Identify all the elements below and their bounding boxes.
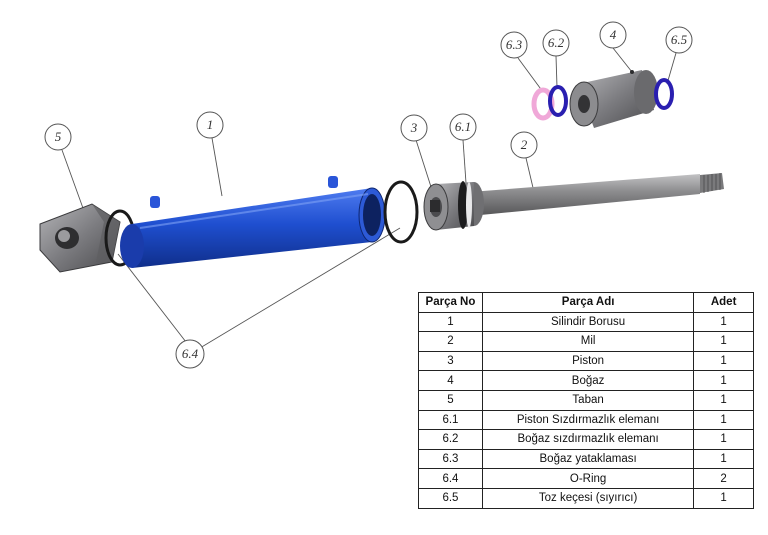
header-quantity: Adet xyxy=(693,292,754,313)
cell-quantity: 2 xyxy=(693,468,754,489)
cell-quantity: 1 xyxy=(693,448,754,470)
callout-4: 4 xyxy=(599,21,627,49)
table-row: 5 Taban 1 xyxy=(418,389,754,411)
table-row: 6.1 Piston Sızdırmazlık elemanı 1 xyxy=(418,409,754,431)
svg-text:6.2: 6.2 xyxy=(548,35,565,50)
cell-part-name: Piston Sızdırmazlık elemanı xyxy=(481,409,695,431)
cell-part-no: 6.1 xyxy=(418,409,483,431)
cell-part-name: Mil xyxy=(481,331,695,352)
svg-text:2: 2 xyxy=(521,137,528,152)
cell-part-no: 6.4 xyxy=(418,468,483,489)
cell-quantity: 1 xyxy=(693,370,754,391)
table-row: 1 Silindir Borusu 1 xyxy=(418,311,754,333)
cell-quantity: 1 xyxy=(693,331,754,352)
callout-1: 1 xyxy=(196,111,224,139)
svg-text:4: 4 xyxy=(610,27,617,42)
svg-text:6.1: 6.1 xyxy=(455,119,471,134)
cell-part-no: 2 xyxy=(418,331,483,352)
table-row: 4 Boğaz 1 xyxy=(418,370,754,391)
cell-quantity: 1 xyxy=(693,409,754,431)
cell-part-no: 6.5 xyxy=(418,487,483,509)
header-part-no: Parça No xyxy=(418,292,483,313)
callout-6-5: 6.5 xyxy=(665,26,693,54)
header-part-name: Parça Adı xyxy=(481,292,695,313)
cell-part-name: Toz keçesi (sıyırıcı) xyxy=(481,487,695,509)
part-5-base xyxy=(39,203,121,273)
part-1-cylinder-tube xyxy=(120,176,386,268)
cell-part-no: 4 xyxy=(418,370,483,391)
part-4-gland xyxy=(569,70,658,128)
svg-text:6.3: 6.3 xyxy=(506,37,523,52)
part-6-4-oring-right xyxy=(383,180,419,244)
cell-quantity: 1 xyxy=(693,487,754,509)
cell-part-no: 3 xyxy=(418,350,483,372)
svg-text:5: 5 xyxy=(55,129,62,144)
cell-part-no: 1 xyxy=(418,311,483,333)
cell-part-no: 5 xyxy=(418,389,483,411)
callout-6-4: 6.4 xyxy=(175,339,205,369)
table-row: 2 Mil 1 xyxy=(418,331,754,352)
cell-part-name: Boğaz xyxy=(481,370,695,391)
cell-part-name: Piston xyxy=(481,350,695,372)
table-row: 6.5 Toz keçesi (sıyırıcı) 1 xyxy=(418,487,754,509)
cell-part-name: Silindir Borusu xyxy=(481,311,695,333)
svg-text:6.4: 6.4 xyxy=(182,346,199,361)
table-header-row: Parça No Parça Adı Adet xyxy=(418,292,754,313)
cell-quantity: 1 xyxy=(693,389,754,411)
cell-part-name: Taban xyxy=(481,389,695,411)
callout-6-2: 6.2 xyxy=(542,29,570,57)
cell-quantity: 1 xyxy=(693,350,754,372)
part-3-piston xyxy=(423,182,484,231)
part-6-2-gland-seal xyxy=(548,85,568,117)
leader-lines xyxy=(61,47,677,349)
cell-part-no: 6.3 xyxy=(418,448,483,470)
part-6-1-piston-seal xyxy=(458,181,472,229)
callout-2: 2 xyxy=(510,131,538,159)
parts-list-table: Parça No Parça Adı Adet 1 Silindir Borus… xyxy=(418,292,754,509)
table-row: 6.3 Boğaz yataklaması 1 xyxy=(418,448,754,470)
callout-3: 3 xyxy=(400,114,428,142)
callout-6-1: 6.1 xyxy=(449,113,477,141)
cell-quantity: 1 xyxy=(693,429,754,450)
svg-text:3: 3 xyxy=(410,120,418,135)
part-6-5-wiper xyxy=(654,78,674,110)
table-row: 6.4 O-Ring 2 xyxy=(418,468,754,489)
svg-text:6.5: 6.5 xyxy=(671,32,688,47)
cell-part-no: 6.2 xyxy=(418,429,483,450)
cell-part-name: Boğaz yataklaması xyxy=(481,448,695,470)
cell-part-name: Boğaz sızdırmazlık elemanı xyxy=(481,429,695,450)
table-row: 3 Piston 1 xyxy=(418,350,754,372)
callout-6-3: 6.3 xyxy=(500,31,528,59)
table-row: 6.2 Boğaz sızdırmazlık elemanı 1 xyxy=(418,429,754,450)
cell-quantity: 1 xyxy=(693,311,754,333)
svg-text:1: 1 xyxy=(207,117,214,132)
callout-5: 5 xyxy=(44,123,72,151)
cell-part-name: O-Ring xyxy=(481,468,695,489)
part-2-rod xyxy=(470,173,724,216)
